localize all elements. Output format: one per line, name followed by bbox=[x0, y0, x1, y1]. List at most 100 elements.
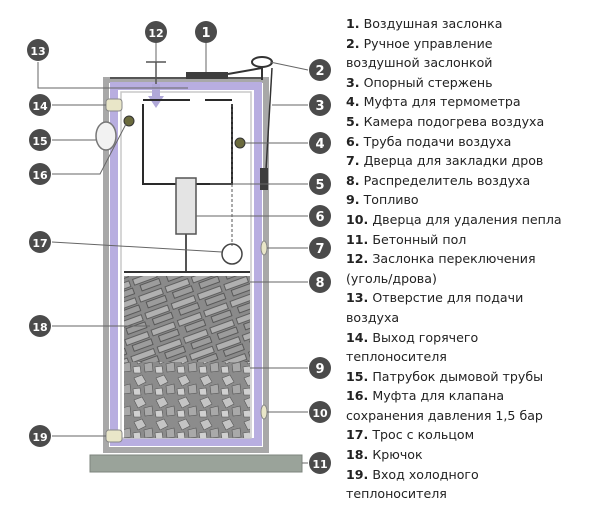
legend-item-number: 4. bbox=[346, 94, 360, 110]
legend-item-number: 2. bbox=[346, 35, 360, 51]
legend-item-text: Отверстие для подачи bbox=[372, 290, 524, 306]
legend-item: 6. Труба подачи воздуха bbox=[346, 132, 596, 152]
legend-item-number: 15. bbox=[346, 368, 369, 384]
svg-text:12: 12 bbox=[148, 27, 163, 40]
wood-loading-door bbox=[260, 240, 268, 256]
legend-item-number: 12. bbox=[346, 251, 369, 267]
legend-item: 13. Отверстие для подачи bbox=[346, 288, 596, 308]
legend-item-text: Топливо bbox=[363, 192, 419, 208]
legend-item: 18. Крючок bbox=[346, 445, 596, 465]
svg-text:8: 8 bbox=[315, 276, 324, 291]
legend-item-number: 14. bbox=[346, 329, 369, 345]
callout-1: 1 bbox=[195, 21, 217, 43]
callout-9: 9 bbox=[309, 357, 331, 379]
legend-item: 16. Муфта для клапана bbox=[346, 386, 596, 406]
legend-item-text: Патрубок дымовой трубы bbox=[372, 368, 544, 384]
svg-text:15: 15 bbox=[32, 135, 47, 148]
water-jacket bbox=[110, 82, 262, 446]
cable-ring bbox=[221, 243, 243, 265]
legend-item: 1. Воздушная заслонка bbox=[346, 14, 596, 34]
legend-item-number: 7. bbox=[346, 153, 360, 169]
relief-valve-socket bbox=[123, 115, 135, 127]
legend-item-number: 1. bbox=[346, 16, 360, 31]
callout-11: 11 bbox=[309, 452, 331, 474]
svg-text:2: 2 bbox=[315, 64, 324, 79]
legend-item: 4. Муфта для термометра bbox=[346, 92, 596, 112]
callout-4: 4 bbox=[309, 132, 331, 154]
legend-item: 3. Опорный стержень bbox=[346, 73, 596, 93]
legend-item-text: Вход холодного bbox=[372, 466, 479, 482]
air-supply-pipe bbox=[175, 177, 197, 235]
callout-15: 15 bbox=[29, 129, 51, 151]
svg-text:1: 1 bbox=[201, 26, 210, 41]
legend-item-text: Заслонка переключения bbox=[372, 251, 536, 267]
thermometer-socket bbox=[234, 137, 246, 149]
legend-item-text: Воздушная заслонка bbox=[363, 16, 503, 31]
legend-item-number: 11. bbox=[346, 231, 369, 247]
legend-item: 10. Дверца для удаления пепла bbox=[346, 210, 596, 230]
legend-item-number: 16. bbox=[346, 388, 369, 404]
legend-item-text: Крючок bbox=[372, 447, 423, 463]
leader-17 bbox=[51, 241, 223, 253]
legend-item-text: теплоносителя bbox=[346, 349, 447, 365]
svg-text:14: 14 bbox=[32, 100, 48, 113]
legend-item-text: Дверца для удаления пепла bbox=[372, 211, 562, 227]
legend-item: 17. Трос с кольцом bbox=[346, 425, 596, 445]
svg-text:18: 18 bbox=[32, 321, 47, 334]
legend-item: воздушной заслонкой bbox=[346, 53, 596, 73]
legend-item: 2. Ручное управление bbox=[346, 34, 596, 54]
legend-item-text: теплоносителя bbox=[346, 486, 447, 502]
legend-item: 15. Патрубок дымовой трубы bbox=[346, 367, 596, 387]
callout-18: 18 bbox=[29, 315, 51, 337]
callout-8: 8 bbox=[309, 271, 331, 293]
callout-19: 19 bbox=[29, 425, 51, 447]
callout-7: 7 bbox=[309, 237, 331, 259]
legend-item-number: 19. bbox=[346, 466, 369, 482]
hot-water-outlet bbox=[105, 98, 123, 112]
legend-item: 7. Дверца для закладки дров bbox=[346, 151, 596, 171]
leader-2 bbox=[269, 61, 309, 71]
fuel-coal bbox=[124, 362, 250, 438]
legend-item-text: Камера подогрева воздуха bbox=[363, 113, 545, 129]
svg-text:5: 5 bbox=[315, 178, 324, 193]
legend-item-number: 18. bbox=[346, 447, 369, 463]
legend-item: 9. Топливо bbox=[346, 190, 596, 210]
legend-item-text: Ручное управление bbox=[363, 35, 493, 51]
legend-item: 19. Вход холодного bbox=[346, 465, 596, 485]
chimney-pipe bbox=[95, 121, 117, 151]
legend-item-text: Распределитель воздуха bbox=[363, 172, 531, 188]
svg-text:7: 7 bbox=[315, 242, 324, 257]
legend-item: теплоносителя bbox=[346, 484, 596, 504]
svg-text:4: 4 bbox=[315, 137, 324, 152]
legend-item-number: 10. bbox=[346, 211, 369, 227]
leader-13 bbox=[37, 62, 188, 89]
legend-item-text: (уголь/дрова) bbox=[346, 270, 437, 286]
legend-item: сохранения давления 1,5 бар bbox=[346, 406, 596, 426]
legend-item-text: Муфта для клапана bbox=[372, 388, 505, 404]
callout-5: 5 bbox=[309, 173, 331, 195]
damper-rod bbox=[227, 67, 263, 75]
legend-item-text: Труба подачи воздуха bbox=[363, 133, 512, 149]
legend-item: теплоносителя bbox=[346, 347, 596, 367]
legend-item-number: 17. bbox=[346, 427, 369, 443]
legend-item-text: Муфта для термометра bbox=[363, 94, 521, 110]
legend-item: воздуха bbox=[346, 308, 596, 328]
callout-10: 10 bbox=[309, 401, 331, 423]
legend-item-text: Выход горячего bbox=[372, 329, 479, 345]
svg-text:13: 13 bbox=[30, 45, 45, 58]
callouts: 1 2 3 4 5 6 7 8 9 10 11 12 13 14 15 16 1… bbox=[27, 21, 331, 474]
callout-13: 13 bbox=[27, 39, 49, 61]
leader-lines bbox=[37, 42, 309, 464]
legend-item-text: Опорный стержень bbox=[363, 74, 493, 90]
support-rod-block bbox=[260, 168, 268, 190]
legend-item-number: 6. bbox=[346, 133, 360, 149]
support-rod bbox=[265, 67, 273, 171]
legend-item: 14. Выход горячего bbox=[346, 328, 596, 348]
legend-item-number: 13. bbox=[346, 290, 369, 306]
callout-12: 12 bbox=[145, 21, 167, 43]
legend-item-text: сохранения давления 1,5 бар bbox=[346, 407, 543, 423]
svg-text:16: 16 bbox=[32, 169, 48, 182]
legend-item: 11. Бетонный пол bbox=[346, 230, 596, 250]
